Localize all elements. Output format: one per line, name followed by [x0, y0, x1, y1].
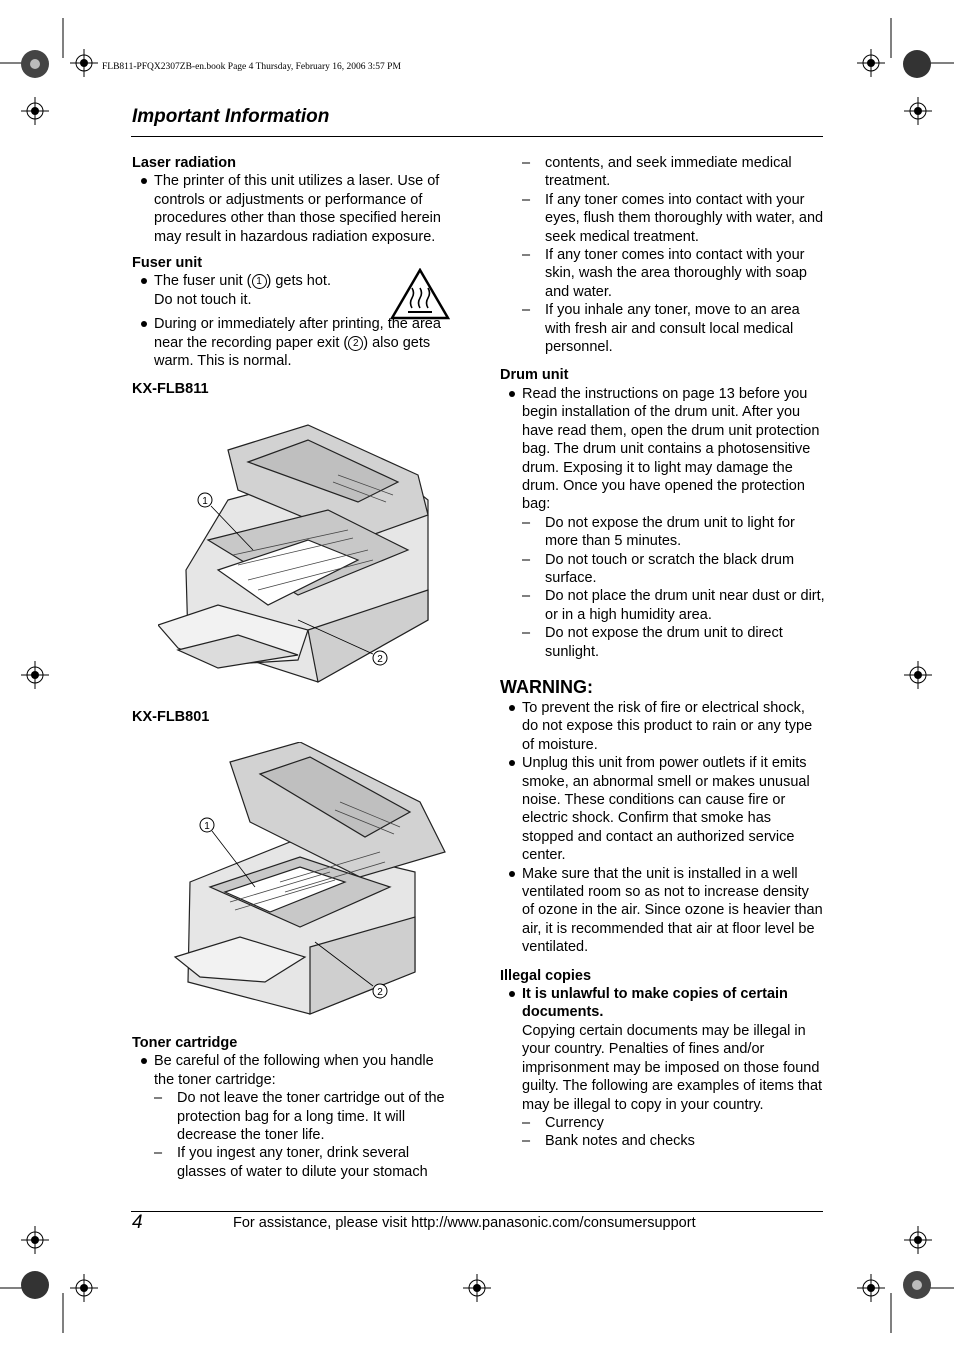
callout-1-label: 1: [202, 496, 208, 507]
callout-number: 2: [348, 335, 364, 351]
printer-illustration-flb801: 1 2: [173, 742, 446, 1015]
toner-dash-4: If any toner comes into contact with you…: [500, 246, 825, 301]
file-meta: FLB811-PFQX2307ZB-en.book Page 4 Thursda…: [102, 62, 401, 72]
drum-dash-2: Do not touch or scratch the black drum s…: [500, 551, 825, 588]
page-number: 4: [132, 1212, 143, 1233]
drum-heading: Drum unit: [500, 367, 569, 384]
header-rule: [131, 136, 823, 137]
crosshair-marks: [21, 49, 932, 1302]
drum-dash-4: Do not expose the drum unit to direct su…: [500, 624, 825, 661]
callout-1-label: 1: [204, 821, 210, 832]
footer-rule: [131, 1211, 823, 1212]
callout-2-label: 2: [377, 654, 383, 665]
toner-section: Toner cartridge Be careful of the follow…: [132, 1034, 457, 1181]
toner-dash-1: Do not leave the toner cartridge out of …: [132, 1089, 457, 1144]
drum-dash-1: Do not expose the drum unit to light for…: [500, 514, 825, 551]
assistance-link[interactable]: For assistance, please visit http://www.…: [233, 1215, 696, 1231]
toner-dash-3: If any toner comes into contact with you…: [500, 191, 825, 246]
color-dots: [21, 50, 931, 1299]
callout-2-label: 2: [377, 987, 383, 998]
warning-bullet-2: Unplug this unit from power outlets if i…: [500, 754, 825, 864]
model-label-flb801: KX-FLB801: [132, 709, 210, 725]
page-title: Important Information: [132, 106, 330, 127]
drum-bullet-1: Read the instructions on page 13 before …: [500, 385, 825, 514]
toner-bullet-1: Be careful of the following when you han…: [132, 1052, 457, 1089]
illegal-dash-1: Currency: [500, 1114, 825, 1133]
illegal-bullet-1: It is unlawful to make copies of certain…: [500, 985, 825, 1022]
laser-heading: Laser radiation: [132, 155, 236, 171]
callout-number: 1: [251, 274, 267, 290]
left-column: Laser radiation The printer of this unit…: [132, 154, 457, 399]
warning-bullet-1: To prevent the risk of fire or electrica…: [500, 699, 825, 754]
laser-text: The printer of this unit utilizes a lase…: [132, 172, 457, 246]
hot-surface-warning-icon: [390, 268, 450, 320]
toner-dash-2: If you ingest any toner, drink several g…: [132, 1144, 457, 1181]
warning-bullet-3: Make sure that the unit is installed in …: [500, 865, 825, 957]
fuser-heading: Fuser unit: [132, 255, 203, 272]
illegal-dash-2: Bank notes and checks: [500, 1132, 825, 1151]
drum-dash-3: Do not place the drum unit near dust or …: [500, 587, 825, 624]
printer-illustration-flb811: 1 2: [158, 424, 429, 683]
fuser-bullet-2: During or immediately after printing, th…: [132, 315, 457, 370]
illegal-heading: Illegal copies: [500, 967, 592, 984]
right-column: contents, and seek immediate medical tre…: [500, 154, 825, 1151]
warning-heading: WARNING:: [500, 676, 593, 697]
toner-dash-5: If you inhale any toner, move to an area…: [500, 301, 825, 356]
illegal-text: Copying certain documents may be illegal…: [522, 1022, 823, 1113]
model-label-flb811: KX-FLB811: [132, 381, 209, 398]
fuser-bullet-1: The fuser unit (1) gets hot. Do not touc…: [132, 272, 457, 309]
toner-continued: contents, and seek immediate medical tre…: [500, 154, 825, 191]
toner-heading: Toner cartridge: [132, 1035, 238, 1051]
